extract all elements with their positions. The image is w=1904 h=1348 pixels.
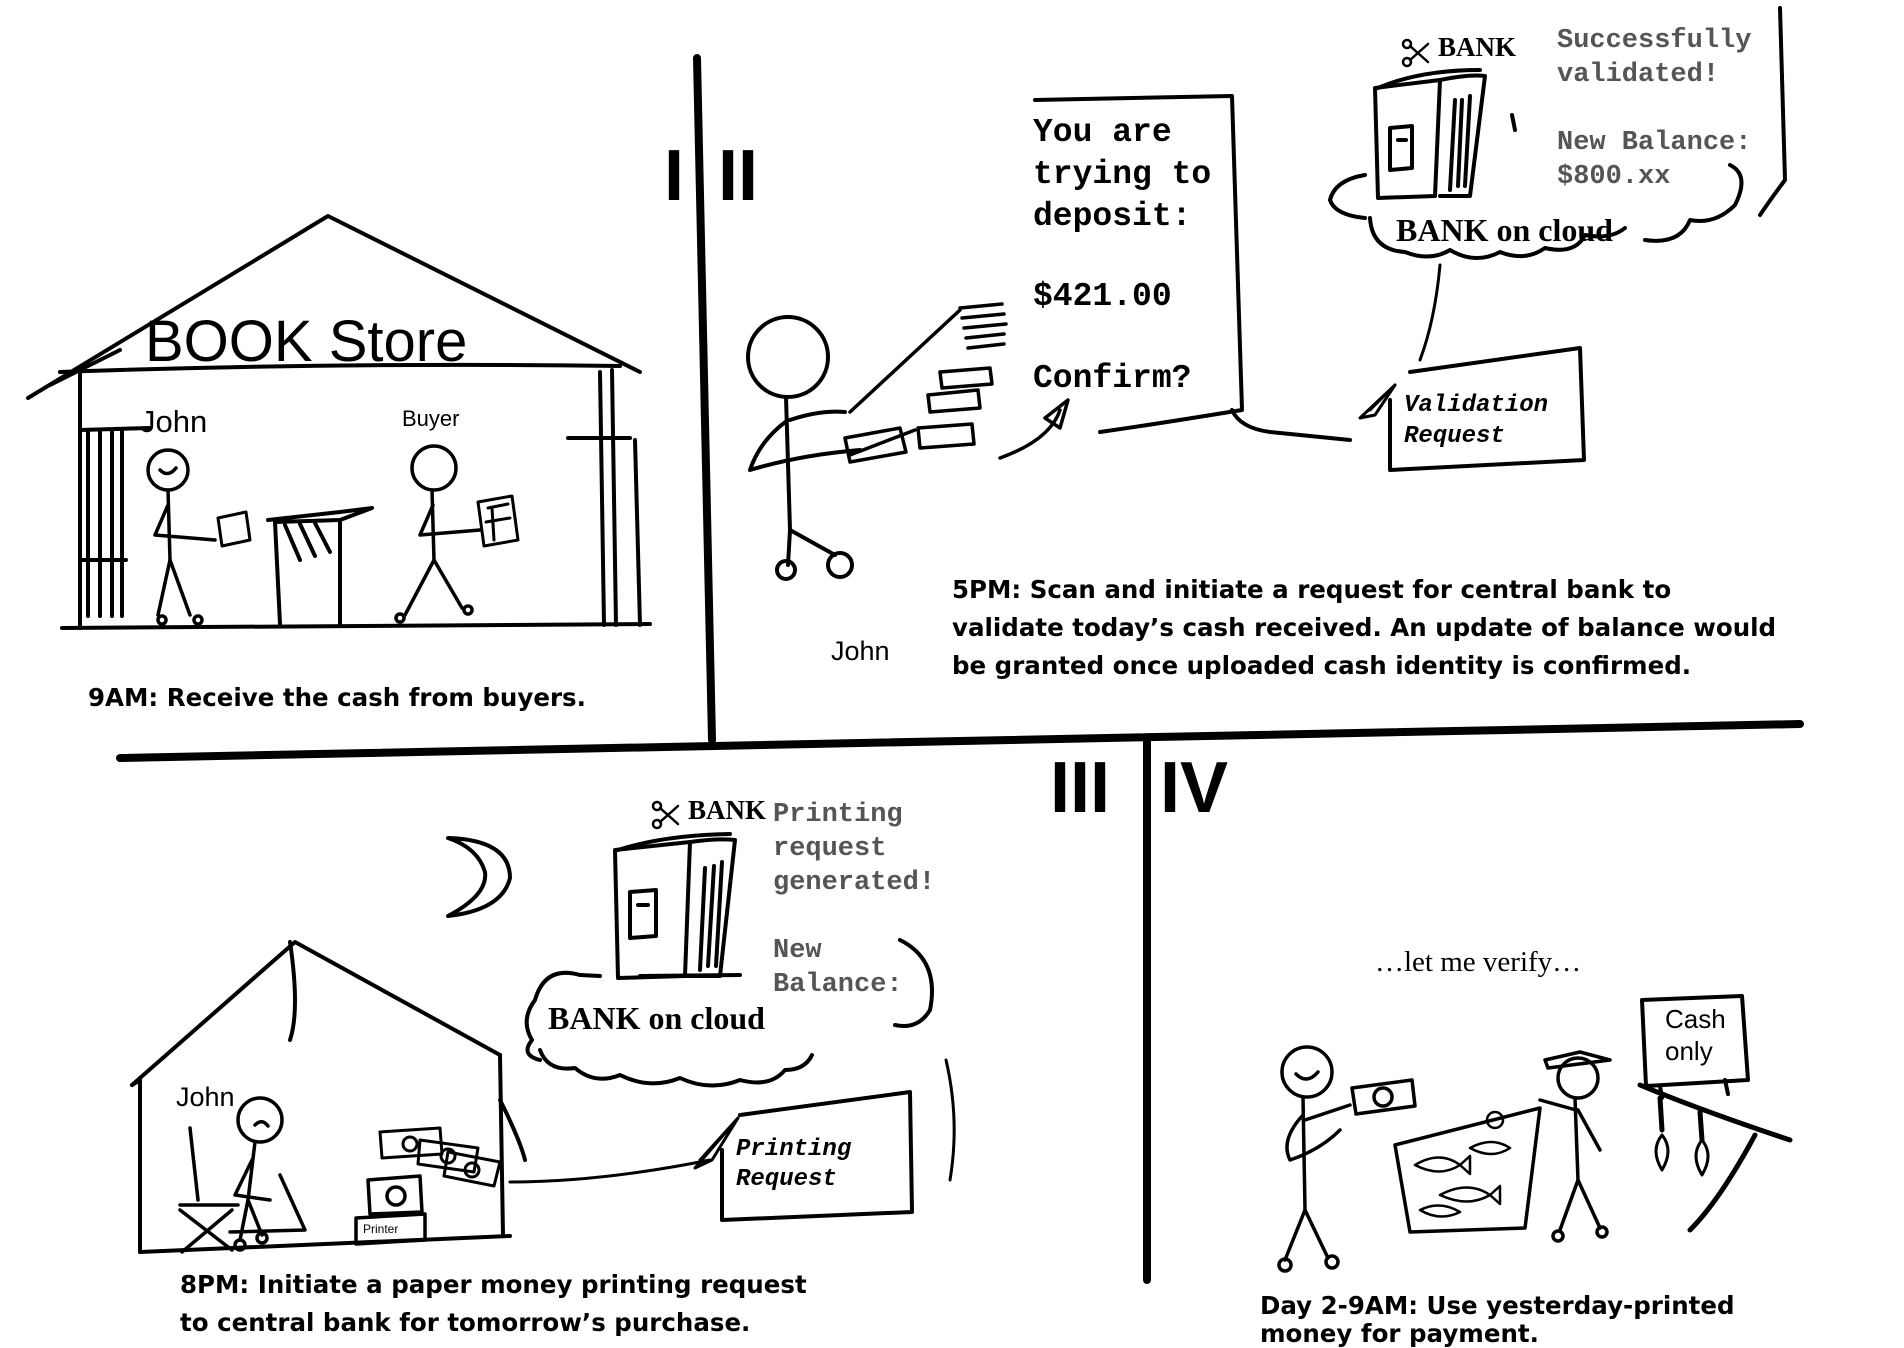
panel4-caption-line-2: money for payment. [1260,1319,1539,1348]
store-icon [26,214,652,630]
deposit-screen-line-1: You are [1033,114,1172,151]
confirm-prompt: Confirm? [1033,360,1192,397]
request-paper [1388,346,1586,472]
fish-icon [1413,1110,1512,1218]
laptop-icon [178,1126,307,1254]
panel-number-1: I [664,136,685,216]
deposit-screen-line-2: trying to [1033,156,1212,193]
person-label: John [831,636,890,666]
panel2-caption-line-2: validate today’s cash received. An updat… [952,613,1777,642]
stick-figure-icon [233,1096,284,1252]
bank-message-line-2: validated! [1557,60,1720,90]
fish-tray [1393,1106,1542,1234]
paper-plane-icon [1358,383,1397,420]
arrow-to-screen [998,398,1070,460]
deposit-screen-line-3: deposit: [1033,198,1192,235]
sign-board [1640,994,1750,1100]
cloud-icon [1328,6,1787,260]
panel1-caption: 9AM: Receive the cash from buyers. [88,683,586,712]
thought-text: …let me verify… [1375,946,1582,978]
printing-message-line-3: generated! [773,868,936,898]
paper-plane-icon [693,1116,740,1170]
bank-brand: BANK [688,795,767,825]
panel-number-4: IV [1160,748,1229,828]
cloud-label: BANK on cloud [1396,212,1613,248]
deposit-screen [1033,94,1352,442]
sign-line-1: Cash [1665,1004,1726,1034]
panel-number-2: II [718,136,759,216]
balance-line-1: New Balance: [1557,128,1752,158]
request-paper [720,1090,914,1222]
stick-figure-icon [146,444,482,626]
panel-dividers [116,54,1804,1284]
request-line-2: Request [736,1166,837,1193]
stick-figure-icon [1277,1045,1352,1273]
scissors-logo-icon [1401,38,1430,68]
banknote-icon [1350,1078,1417,1116]
stick-figure-icon [1538,1050,1612,1243]
printer-icon [354,1174,427,1246]
deposit-amount: $421.00 [1033,278,1172,315]
scissors-logo-icon [651,800,680,830]
printing-message-line-1: Printing [773,800,903,830]
person-label: John [176,1082,235,1112]
request-line-1: Validation [1404,392,1549,419]
request-line-1: Printing [736,1136,852,1163]
bank-brand: BANK [1438,32,1517,62]
connector-line [508,1158,712,1184]
sign-line-2: only [1665,1036,1713,1066]
cloud-label: BANK on cloud [548,1000,765,1036]
panel2-caption-line-3: be granted once uploaded cash identity i… [952,651,1692,680]
atm-icon [613,832,737,980]
banknote-icon [916,366,994,450]
buyer-label: Buyer [402,406,460,431]
fish-icon [1654,1133,1710,1177]
store-icon [130,940,527,1254]
seller-label: John [140,404,208,439]
store-sign: BOOK Store [145,309,468,374]
balance-line-2: Balance: [773,970,903,1000]
stick-figure-icon [746,315,862,581]
banknote-icon [378,1126,502,1188]
phone-scan [843,302,1008,464]
printer-label: Printer [363,1222,399,1236]
atm-icon [1373,68,1517,200]
request-line-2: Request [1404,423,1505,450]
connector-line [944,1058,956,1182]
balance-line-2: $800.xx [1557,162,1671,192]
banknote-icon [216,494,520,548]
panel2-caption-line-1: 5PM: Scan and initiate a request for cen… [952,575,1672,604]
moon-icon [446,836,512,918]
bank-message-line-1: Successfully [1557,26,1752,56]
panel3-caption-line-2: to central bank for tomorrow’s purchase. [180,1308,751,1337]
balance-line-1: New [773,936,822,966]
panel-number-3: III [1050,748,1111,828]
printing-message-line-2: request [773,834,887,864]
panel4-caption-line-1: Day 2-9AM: Use yesterday-printed [1260,1291,1735,1320]
connector-line [1418,263,1442,362]
stall [1637,1082,1793,1233]
panel3-caption-line-1: 8PM: Initiate a paper money printing req… [180,1270,807,1299]
